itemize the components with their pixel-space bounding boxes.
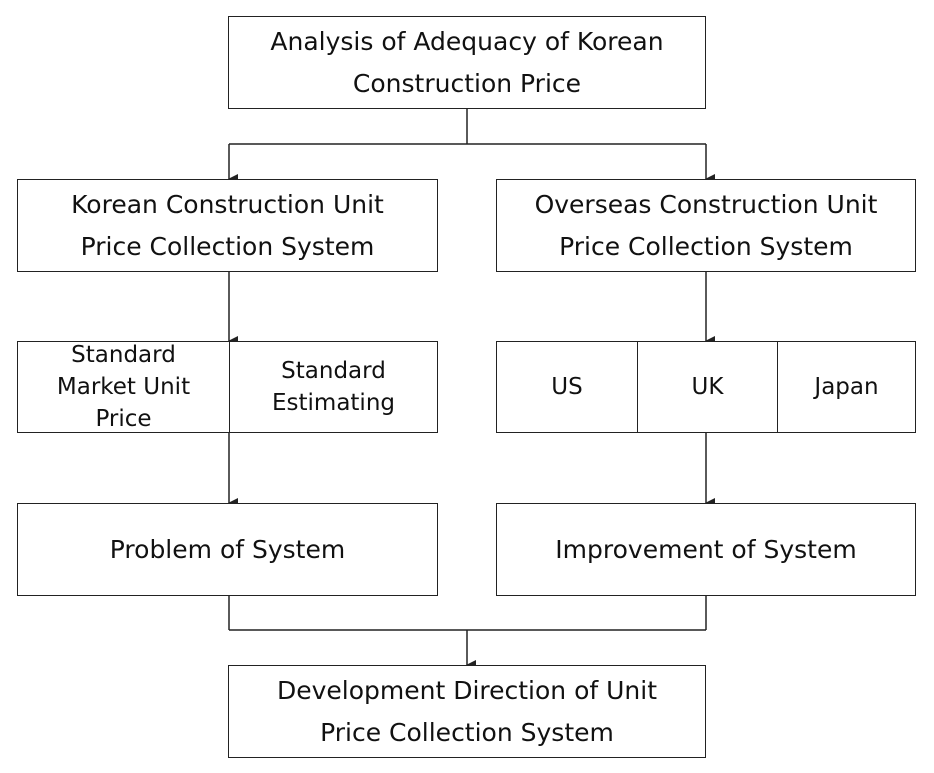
node-korean-system: Korean Construction Unit Price Collectio… xyxy=(17,179,438,272)
node-country-japan: Japan xyxy=(777,342,915,432)
node-improvement-of-system: Improvement of System xyxy=(496,503,916,596)
problem-label: Problem of System xyxy=(109,534,346,564)
estimating-line-1: Standard xyxy=(281,358,386,384)
estimating-line-2: Estimating xyxy=(271,390,395,416)
node-overseas-countries: US UK Japan xyxy=(496,341,916,433)
node-problem-of-system: Problem of System xyxy=(17,503,438,596)
node-standard-estimating: Standard Estimating xyxy=(229,342,437,432)
node-standard-market-unit-price: Standard Market Unit Price xyxy=(18,342,229,432)
node-country-uk: UK xyxy=(637,342,777,432)
node-development-line-2: Price Collection System xyxy=(320,717,614,747)
node-overseas-line-1: Overseas Construction Unit xyxy=(534,189,878,219)
improvement-label: Improvement of System xyxy=(555,534,857,564)
node-overseas-system: Overseas Construction Unit Price Collect… xyxy=(496,179,916,272)
market-price-line-2: Market Unit xyxy=(56,374,191,400)
market-price-line-3: Price xyxy=(95,406,152,432)
node-development-line-1: Development Direction of Unit xyxy=(276,675,658,705)
node-country-us: US xyxy=(551,374,583,400)
node-korean-methods: Standard Market Unit Price Standard Esti… xyxy=(17,341,438,433)
node-development-direction: Development Direction of Unit Price Coll… xyxy=(228,665,706,758)
node-analysis-line-2: Construction Price xyxy=(352,68,582,98)
market-price-line-1: Standard xyxy=(71,342,176,368)
node-korean-line-2: Price Collection System xyxy=(80,231,375,261)
node-analysis-adequacy: Analysis of Adequacy of Korean Construct… xyxy=(228,16,706,109)
node-korean-line-1: Korean Construction Unit xyxy=(71,189,384,219)
node-analysis-line-1: Analysis of Adequacy of Korean xyxy=(270,26,664,56)
node-overseas-line-2: Price Collection System xyxy=(559,231,853,261)
